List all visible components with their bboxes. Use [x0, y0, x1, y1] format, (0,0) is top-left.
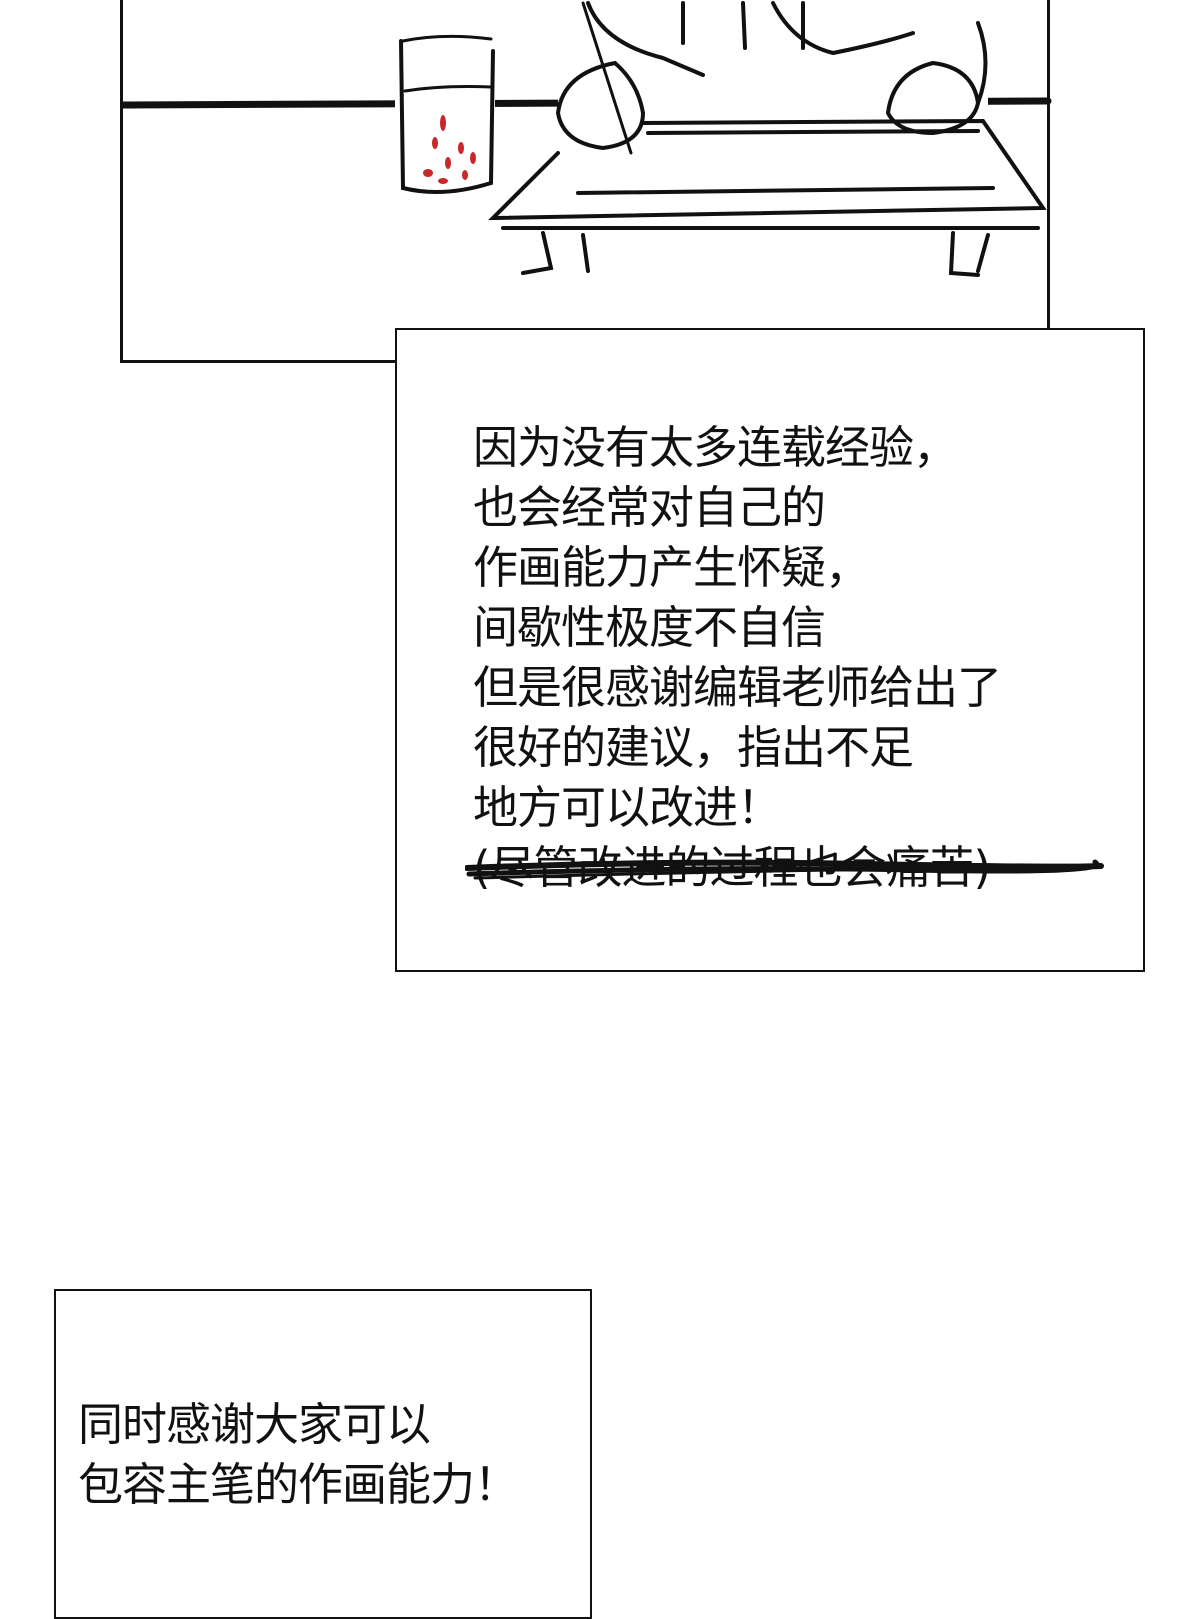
- caption-line: 间歇性极度不自信: [473, 601, 826, 654]
- caption-line: 同时感谢大家可以: [78, 1398, 431, 1451]
- caption-box-reflection: 因为没有太多连载经验， 也会经常对自己的 作画能力产生怀疑， 间歇性极度不自信 …: [395, 328, 1145, 972]
- caption-line: 地方可以改进！: [473, 781, 782, 834]
- caption-line: 也会经常对自己的: [473, 481, 826, 534]
- caption-line: 很好的建议，指出不足: [473, 721, 914, 774]
- scribble-strike-mark: [465, 859, 1104, 880]
- artist-at-desk-illustration: [123, 1, 1052, 277]
- glass-icon: [395, 34, 495, 194]
- caption-line: 包容主笔的作画能力！: [78, 1458, 519, 1511]
- caption-line: 作画能力产生怀疑，: [473, 541, 870, 594]
- struck-through-line: (尽管改进的过程也会痛苦): [465, 838, 1104, 898]
- comic-panel-drawing: [120, 0, 1052, 363]
- caption-box-thanks: 同时感谢大家可以 包容主笔的作画能力！: [54, 1289, 592, 1619]
- caption-line: 但是很感谢编辑老师给出了: [473, 661, 1002, 714]
- caption-line: 因为没有太多连载经验，: [473, 421, 958, 474]
- drawing-table: [488, 118, 1047, 277]
- artist-figure: [555, 1, 988, 155]
